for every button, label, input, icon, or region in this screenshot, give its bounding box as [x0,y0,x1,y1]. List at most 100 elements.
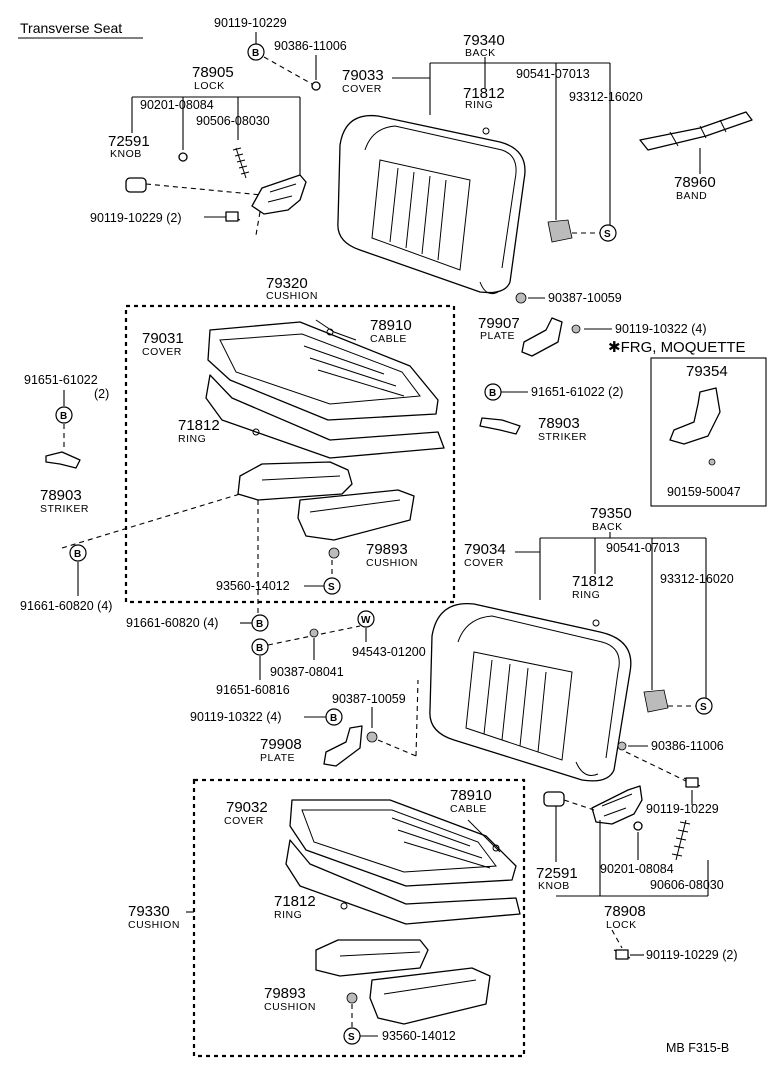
svg-text:B: B [256,643,263,654]
lower-back-group: 79350 BACK 79034 COVER 90541-07013 71812… [429,505,738,962]
cushion-frame-upper [237,461,353,501]
svg-text:CUSHION: CUSHION [264,1001,316,1013]
label-79034: 79034 [464,541,506,558]
svg-text:CUSHION: CUSHION [266,290,318,302]
hinge-cover-90541 [547,219,573,243]
label-78903-right: 78903 [538,415,580,432]
cushion-pad-low [285,839,521,925]
lock-78905-mechanism [251,174,307,215]
svg-text:CABLE: CABLE [370,333,407,345]
svg-text:COVER: COVER [464,557,504,569]
svg-text:B: B [489,388,496,399]
cushion-79320-box [124,304,456,604]
upper-back-group: 90119-10229 B 90386-11006 78905 LOCK 902… [90,16,767,507]
footer-code: MB F315-B [666,1041,729,1055]
label-90201-08084-low: 90201-08084 [600,862,674,876]
bolt-90506 [232,147,250,179]
label-79330: 79330 [128,903,170,920]
svg-text:LOCK: LOCK [606,919,637,931]
label-78910-low: 78910 [450,787,492,804]
label-91661-60820-4: 91661-60820 (4) [126,616,218,630]
label-79340: 79340 [463,32,505,49]
label-79893-mid: 79893 [366,541,408,558]
label-71812-cushion-low: 71812 [274,893,316,910]
plate-79908 [323,725,363,767]
svg-text:RING: RING [274,909,302,921]
svg-text:BAND: BAND [676,190,707,202]
label-90119-10229-low: 90119-10229 [646,802,719,816]
label-78960: 78960 [674,174,716,191]
svg-text:B: B [256,619,263,630]
cushion-cover-79032 [289,799,517,887]
striker-78903-left [45,451,81,469]
svg-text:B: B [252,48,259,59]
knob-72591 [125,177,147,193]
label-78905: 78905 [192,64,234,81]
svg-text:B: B [60,411,67,422]
lock-78908 [591,785,643,825]
label-79908: 79908 [260,736,302,753]
cushion-79330-box [192,778,526,1058]
svg-text:CABLE: CABLE [450,803,487,815]
nut-90387-10059 [515,292,527,304]
frg-note: ✱FRG, MOQUETTE [608,339,746,356]
svg-text:COVER: COVER [342,83,382,95]
label-93560-14012-mid: 93560-14012 [216,579,290,593]
cushion-frame-79893 [297,489,415,541]
label-91651-61022-left: 91651-61022 [24,373,98,387]
svg-text:S: S [700,702,707,713]
svg-text:RING: RING [178,433,206,445]
svg-text:BACK: BACK [465,47,496,59]
svg-text:W: W [361,615,371,626]
label-93560-14012-low: 93560-14012 [382,1029,456,1043]
svg-text:B: B [330,713,337,724]
svg-text:S: S [604,229,611,240]
label-79907: 79907 [478,315,520,332]
label-72591-low: 72591 [536,865,578,882]
label-90119-10229-2-top: 90119-10229 (2) [90,211,182,225]
label-90119-10322-4-top: 90119-10322 (4) [615,322,707,336]
s-symbol [599,224,617,242]
label-91651-60816: 91651-60816 [216,683,290,697]
label-90506-08030: 90506-08030 [196,114,270,128]
label-79032: 79032 [226,799,268,816]
label-90119-10229-2-low: 90119-10229 (2) [646,948,738,962]
label-90387-10059-mid: 90387-10059 [332,692,406,706]
bolt-90606 [671,819,691,861]
label-78903-left: 78903 [40,487,82,504]
label-90387-08041: 90387-08041 [270,665,344,679]
label-90386-11006-top: 90386-11006 [274,39,347,53]
label-90387-10059-top: 90387-10059 [548,291,622,305]
svg-text:STRIKER: STRIKER [538,431,587,443]
striker-78903-right [479,417,521,435]
plate-79907 [521,317,563,357]
lower-cushion-group: 79032 COVER 78910 CABLE 79330 CUSHION 71… [128,778,526,1058]
svg-text:COVER: COVER [224,815,264,827]
label-90606-08030: 90606-08030 [650,878,724,892]
label-78908: 78908 [604,903,646,920]
cushion-frame-low-79893 [369,967,491,1025]
seat-back-79350 [429,602,632,782]
label-71812-mid: 71812 [178,417,220,434]
svg-text:CUSHION: CUSHION [366,557,418,569]
svg-text:BACK: BACK [592,521,623,533]
svg-text:S: S [328,582,335,593]
label-90541-07013-low: 90541-07013 [606,541,680,555]
label-90201-08084-top: 90201-08084 [140,98,214,112]
svg-text:RING: RING [465,99,493,111]
hinge-cover-low [643,689,669,713]
label-79893-low: 79893 [264,985,306,1002]
label-93312-16020-top: 93312-16020 [569,90,643,104]
svg-text:COVER: COVER [142,346,182,358]
label-93312-16020-low: 93312-16020 [660,572,734,586]
svg-text:STRIKER: STRIKER [40,503,89,515]
label-79320: 79320 [266,275,308,292]
cushion-frame-low-upper [315,939,429,977]
svg-text:PLATE: PLATE [480,330,515,342]
label-90119-10322-4-mid: 90119-10322 (4) [190,710,282,724]
frg-box [650,357,767,507]
label-71812-low: 71812 [572,573,614,590]
bracket-79354 [669,387,721,445]
b-symbol [247,43,265,61]
svg-text:KNOB: KNOB [110,148,142,160]
